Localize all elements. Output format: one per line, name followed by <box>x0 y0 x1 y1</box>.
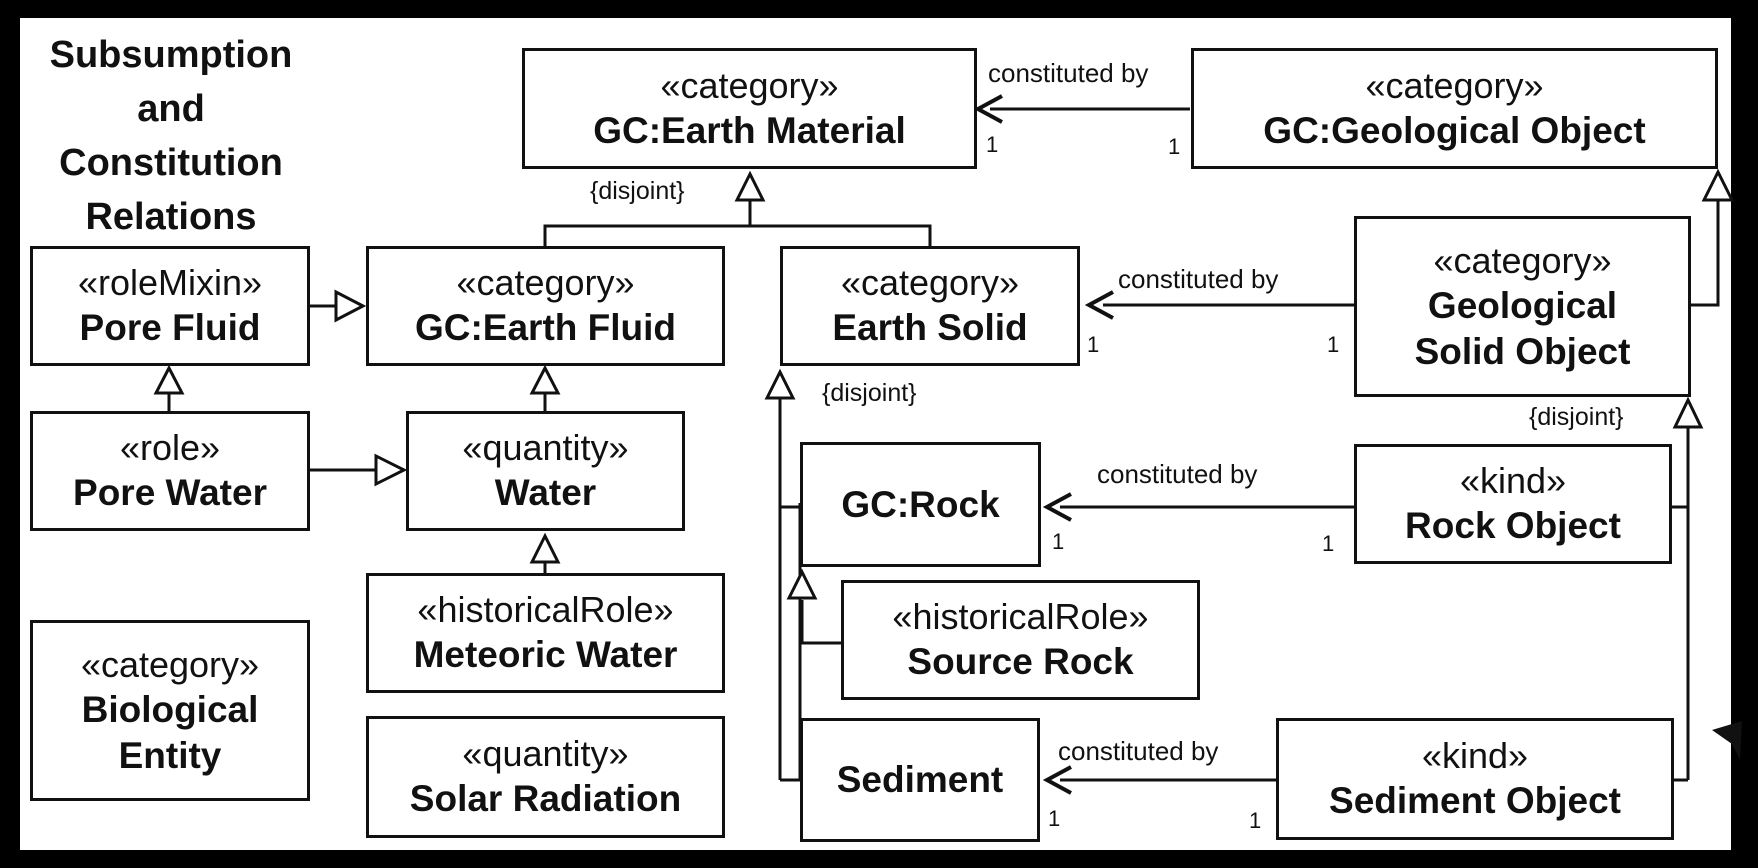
diagram-heading: Subsumption and Constitution Relations <box>38 28 304 244</box>
label-constituted-by-4: constituted by <box>1058 736 1218 766</box>
mult-sediment-object: 1 <box>1249 808 1261 833</box>
class-name: Meteoric Water <box>413 634 678 675</box>
class-earth-fluid[interactable]: «category» GC:Earth Fluid <box>366 246 725 366</box>
mult-earth-material: 1 <box>986 132 998 157</box>
mult-geological-object: 1 <box>1168 134 1180 159</box>
class-pore-water[interactable]: «role» Pore Water <box>30 411 310 531</box>
class-name: Earth Solid <box>832 307 1028 348</box>
stereotype-label: «category» <box>660 64 839 106</box>
label-constituted-by-1: constituted by <box>988 58 1148 88</box>
heading-line-1: Subsumption and <box>49 34 293 130</box>
generalization-head-rock <box>786 568 818 600</box>
class-solar-radiation[interactable]: «quantity» Solar Radiation <box>366 716 725 838</box>
generalization-head-water-from-pore-water <box>374 453 408 487</box>
stereotype-label: «kind» <box>1421 735 1529 776</box>
generalization-head-earth-fluid-from-water <box>529 364 561 395</box>
class-source-rock[interactable]: «historicalRole» Source Rock <box>841 580 1200 700</box>
class-name: Pore Water <box>73 472 267 513</box>
stereotype-label: «category» <box>456 262 635 303</box>
class-sediment-object[interactable]: «kind» Sediment Object <box>1276 718 1674 840</box>
stereotype-label: «category» <box>1433 239 1612 281</box>
label-disjoint-earth-solid: {disjoint} <box>822 379 917 407</box>
stereotype-label: «quantity» <box>462 427 629 468</box>
class-name: Solar Radiation <box>409 778 682 819</box>
label-constituted-by-3: constituted by <box>1097 459 1257 489</box>
class-name: Rock Object <box>1405 505 1621 546</box>
class-earth-solid[interactable]: «category» Earth Solid <box>780 246 1080 366</box>
class-name: GC:Earth Fluid <box>414 307 677 348</box>
class-name: GC:Rock <box>841 483 1000 525</box>
stereotype-label: «historicalRole» <box>417 589 674 630</box>
heading-line-2: Constitution <box>59 142 283 184</box>
stereotype-label: «historicalRole» <box>892 596 1149 637</box>
generalization-head-water-from-meteoric <box>529 532 561 564</box>
class-geological-object[interactable]: «category» GC:Geological Object <box>1191 48 1718 169</box>
stereotype-label: «category» <box>840 262 1020 303</box>
generalization-line-source-rock <box>800 600 841 645</box>
heading-line-3: Relations <box>85 196 257 238</box>
mult-rock-object: 1 <box>1322 531 1334 556</box>
class-biological-entity[interactable]: «category» Biological Entity <box>30 620 310 801</box>
class-rock[interactable]: GC:Rock <box>800 442 1041 567</box>
class-name-line-2: Solid Object <box>1414 330 1631 372</box>
label-disjoint-geological-solid-object: {disjoint} <box>1529 403 1624 431</box>
class-sediment[interactable]: Sediment <box>800 718 1040 842</box>
label-constituted-by-2: constituted by <box>1118 264 1278 294</box>
arrowhead-earth-material <box>973 94 1003 124</box>
mult-earth-solid: 1 <box>1087 332 1099 357</box>
mult-geological-solid-object: 1 <box>1327 332 1339 357</box>
class-earth-material[interactable]: «category» GC:Earth Material <box>522 48 977 169</box>
arrowhead-sediment <box>1042 765 1072 795</box>
class-name: Pore Fluid <box>79 307 261 348</box>
label-disjoint-earth-material: {disjoint} <box>590 177 685 205</box>
class-meteoric-water[interactable]: «historicalRole» Meteoric Water <box>366 573 725 693</box>
stereotype-label: «roleMixin» <box>77 262 263 303</box>
class-name-line-1: Biological <box>81 688 259 730</box>
stereotype-label: «category» <box>80 643 260 685</box>
class-pore-fluid[interactable]: «roleMixin» Pore Fluid <box>30 246 310 366</box>
class-name: Water <box>494 472 597 513</box>
stereotype-label: «role» <box>119 427 221 468</box>
stereotype-label: «kind» <box>1459 460 1567 501</box>
class-water[interactable]: «quantity» Water <box>406 411 685 531</box>
class-name: Sediment Object <box>1329 780 1621 821</box>
generalization-head-earth-material <box>734 170 766 202</box>
class-rock-object[interactable]: «kind» Rock Object <box>1354 444 1672 564</box>
class-name: GC:Geological Object <box>1263 109 1646 151</box>
generalization-set-earth-material <box>543 224 932 247</box>
class-name: Sediment <box>836 759 1004 800</box>
class-name-line-2: Entity <box>118 734 222 776</box>
mult-rock: 1 <box>1052 529 1064 554</box>
stereotype-label: «quantity» <box>462 733 629 774</box>
class-name: Source Rock <box>907 641 1134 682</box>
class-name: GC:Earth Material <box>593 109 906 151</box>
class-geological-solid-object[interactable]: «category» Geological Solid Object <box>1354 216 1691 397</box>
generalization-head-earth-solid <box>764 368 796 400</box>
generalization-head-pore-fluid <box>153 364 185 395</box>
arrowhead-rock <box>1042 492 1072 522</box>
edge-marker-icon <box>1712 721 1742 760</box>
generalization-head-geological-solid-object <box>1672 396 1704 429</box>
generalization-head-earth-fluid-from-pore-fluid <box>334 289 367 323</box>
arrowhead-earth-solid <box>1084 290 1114 320</box>
generalization-head-geological-object <box>1701 168 1735 202</box>
mult-sediment: 1 <box>1048 806 1060 831</box>
stereotype-label: «category» <box>1365 64 1544 106</box>
class-name-line-1: Geological <box>1427 284 1618 326</box>
